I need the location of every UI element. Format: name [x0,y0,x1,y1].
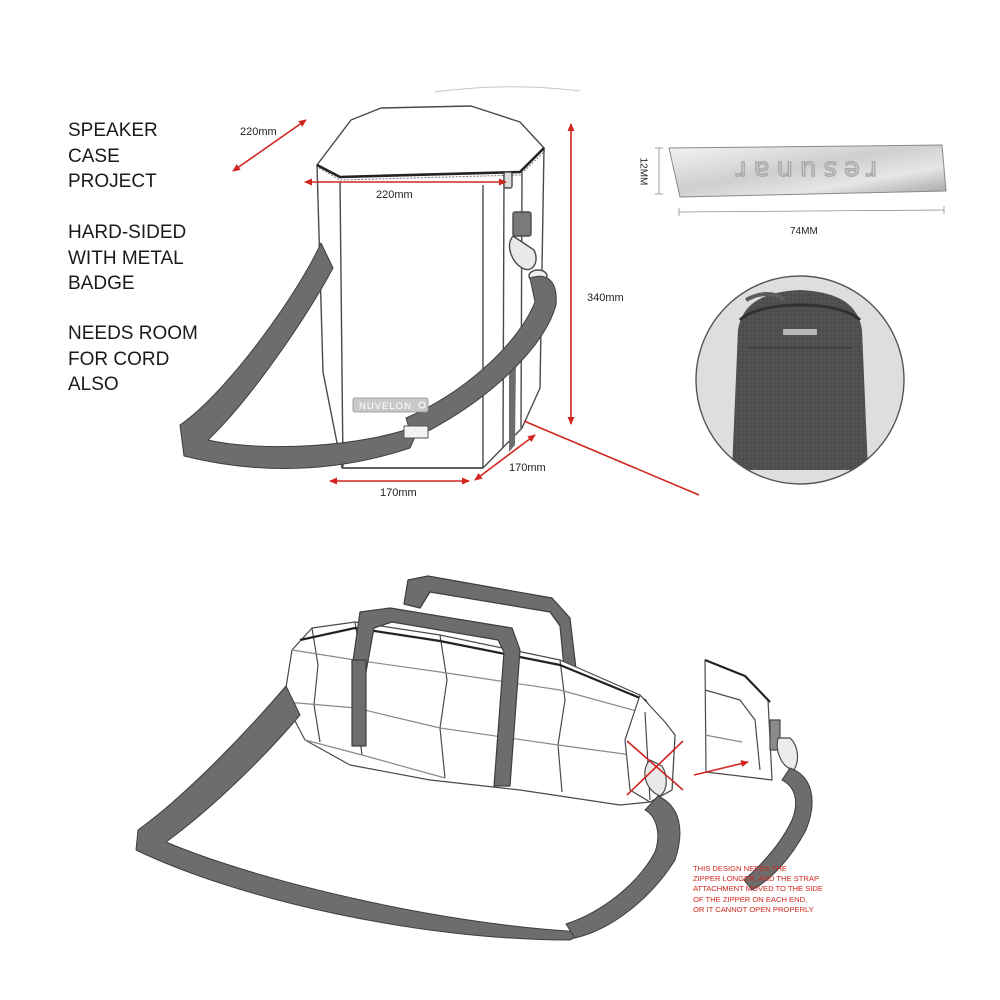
top-width-label: 220mm [376,189,413,201]
zipper-detail-strap [743,767,813,891]
note-line: BADGE [68,273,135,294]
top-depth-arrow [232,119,307,172]
metal-badge-detail: resunar [655,144,947,216]
design-note-line: ATTACHMENT MOVED TO THE SIDE [693,884,823,894]
panel-line [502,174,505,449]
base-width-label: 170mm [380,487,417,499]
pointer-line [523,420,700,496]
side-trim [509,360,516,452]
note-line: SPEAKER [68,120,158,141]
base-depth-arrow [474,434,536,481]
zipper-pull [503,171,513,189]
design-note: THIS DESIGN NEEDS THE ZIPPER LONGER, AND… [693,864,913,915]
height-label: 340mm [587,292,624,304]
case-lid [316,105,545,178]
cross-mark [626,740,684,796]
note-line: NEEDS ROOM [68,323,198,344]
badge-height-label: 12MM [637,157,649,186]
panel-line [339,181,344,468]
badge-engraving: resunar [729,155,877,185]
construction-note: HARD-SIDED WITH METAL BADGE [68,220,186,297]
zipper-detail-crop [704,658,799,781]
note-line: FOR CORD [68,348,170,370]
strap-tab [512,211,532,237]
strap-buckle [403,425,429,439]
strap-clip [508,235,537,271]
note-line: HARD-SIDED [68,222,187,243]
cord-note: NEEDS ROOM FOR CORD ALSO [68,321,198,398]
carry-handle-front [351,607,521,787]
fabric-reference-photo [695,275,905,485]
zipper-band [316,147,545,179]
base-depth-label: 170mm [509,462,546,474]
case-badge: NUVELON [352,397,429,413]
upright-shoulder-strap [179,242,557,469]
design-note-line: OF THE ZIPPER ON EACH END, [693,894,808,904]
design-issue-marks [626,740,749,796]
cross-mark [626,740,684,791]
design-note-line: THIS DESIGN NEEDS THE [693,864,787,873]
decorative-arc [434,86,581,93]
project-title-note: SPEAKER CASE PROJECT [68,118,158,195]
design-note-line: OR IT CANNOT OPEN PROPERLY [693,904,814,914]
note-line: ALSO [68,374,119,395]
badge-width-label: 74MM [790,226,818,237]
top-depth-label: 220mm [240,126,277,138]
design-note-line: ZIPPER LONGER, AND THE STRAP [693,874,820,884]
duffel-shoulder-strap [135,685,681,941]
metal-badge [668,144,947,198]
detail-pointer-arrow [693,760,749,776]
note-line: WITH METAL [68,247,184,269]
case-badge-label: NUVELON [359,401,412,412]
panel-line [520,171,523,429]
duffel-strap-clip [644,759,667,797]
note-line: CASE [68,145,120,167]
note-line: PROJECT [68,171,157,192]
duffel-drawing [283,575,676,806]
dimension-arrows [232,119,700,496]
